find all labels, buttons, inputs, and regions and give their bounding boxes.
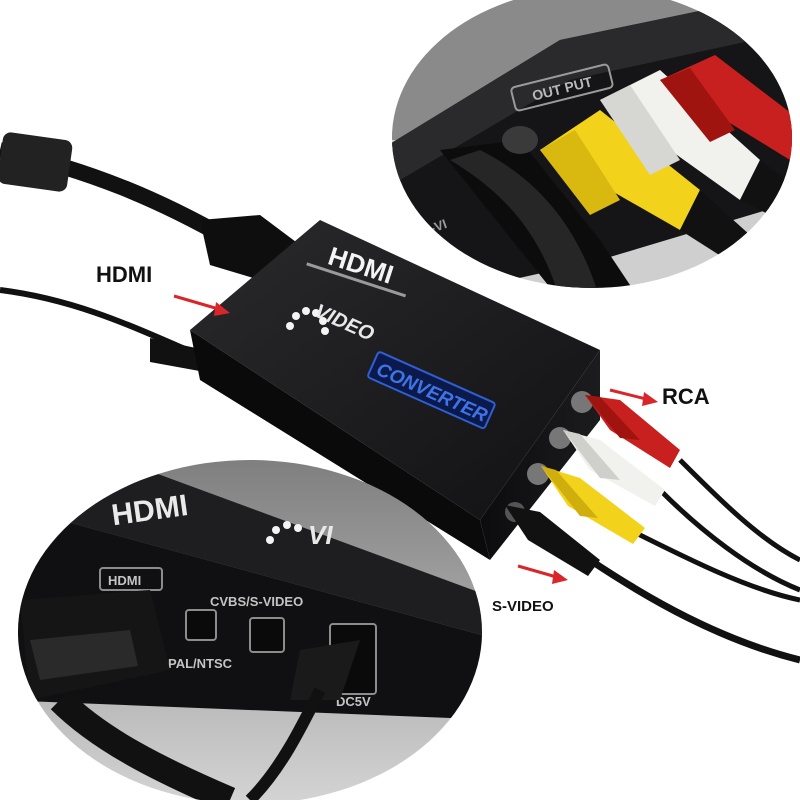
main-black-plug [505, 505, 600, 576]
output-cables [588, 458, 800, 664]
main-white-plug [563, 430, 665, 506]
cvbs-port [249, 617, 285, 653]
svideo-arrow-icon [517, 564, 568, 584]
hdmi-cable [0, 132, 300, 280]
rca-callout-label: RCA [662, 384, 710, 409]
main-red-plug [585, 395, 680, 468]
rca-arrow-icon [609, 388, 658, 406]
black-svideo-plug [440, 126, 640, 288]
main-rca-plugs [505, 395, 680, 576]
top-inset-closeup: OUT PUT S-VI [392, 0, 792, 288]
rca-jack-white [549, 427, 571, 449]
inset-dots-icon [266, 521, 302, 544]
rca-jack-yellow [527, 463, 549, 485]
rca-jack-red [571, 391, 593, 413]
inset-label-pal-ntsc: PAL/NTSC [168, 656, 233, 671]
inset-label-hdmi: HDMI [108, 573, 141, 588]
bottom-inset-closeup: HDMI VI HDMI CVBS/S-VIDEO PAL/NTSC DC5V [18, 460, 482, 800]
inset-title-fragment: VI [308, 520, 333, 550]
inset-label-dc5v: DC5V [336, 694, 371, 709]
pal-ntsc-switch [185, 609, 217, 641]
dots-logo-icon [286, 307, 329, 335]
power-cable [0, 287, 212, 372]
hdmi-arrow-icon [173, 294, 230, 316]
main-yellow-plug [541, 466, 645, 544]
video-converter-box: HDMI VIDEO CONVERTER [190, 220, 600, 560]
inset-power-plug [245, 640, 360, 800]
inset-hdmi-plug [20, 590, 236, 800]
hdmi-callout-label: HDMI [96, 262, 153, 287]
inset-label-cvbs: CVBS/S-VIDEO [210, 594, 303, 609]
svideo-callout-label: S-VIDEO [492, 598, 554, 615]
red-rca-plug [660, 55, 792, 160]
